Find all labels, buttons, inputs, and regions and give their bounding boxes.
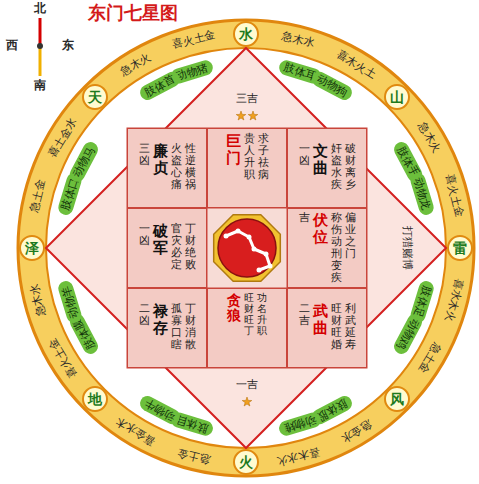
trigram-circle: 天 [82,84,108,110]
omen-text: 功名升职 [257,293,267,337]
palace-cell: 一吉贪狼旺财旺丁功名升职 [207,288,287,368]
omen-text: 利武延寿 [345,303,356,351]
trigram-name: 天 [88,90,102,104]
trigram-name: 雷 [453,241,467,255]
trigram-name: 水 [239,27,253,41]
omen-text: 丁财消散 [185,303,196,351]
omen-text: 官灾必定 [171,223,182,271]
inner-ring [46,48,446,448]
omen-text: 性逆横祸 [185,143,196,191]
star-name: 武曲 [313,303,328,336]
omen-text: 旺财旺婚 [331,303,342,351]
omen-text: 贵人升职 [244,133,255,181]
palace-cell: 二凶禄存孤寡口瞎丁财消散 [127,288,207,368]
trigram-name: 地 [88,392,102,406]
compass-needle [37,18,43,76]
omen-text: 奸盗水疾 [331,143,342,191]
compass-direction: 北 [34,2,46,15]
palace-cell: 三吉巨门贵人升职求子祛病 [207,128,287,208]
star-name: 禄存 [153,303,168,336]
trigram-name: 山 [390,90,404,104]
rank-label: 一凶 [299,143,310,167]
compass-direction: 东 [62,39,74,52]
palace-cell: 三凶廉贞火盗心痛性逆横祸 [127,128,207,208]
star-name: 破军 [153,223,168,256]
star-name: 巨门 [226,133,241,166]
omen-text: 丁财绝败 [185,223,196,271]
trigram-circle: 泽 [19,235,45,261]
outer-ring [18,20,474,476]
rank-label: 二凶 [139,303,150,327]
center-cell [207,208,287,288]
trigram-circle: 地 [82,386,108,412]
palace-cell: 吉伏位称伤动刑变疾偏业之门 [287,208,367,288]
rank-label: 一凶 [139,223,150,247]
trigram-circle: 山 [384,84,410,110]
trigram-circle: 火 [233,449,259,475]
compass-direction: 南 [34,79,46,92]
omen-text: 孤寡口瞎 [171,303,182,351]
star-name: 文曲 [313,143,328,176]
omen-text: 称伤动刑变疾 [331,212,342,285]
house-grid [127,128,367,368]
palace-cell: 二吉武曲旺财旺婚利武延寿 [287,288,367,368]
rank-label: 三吉 [236,91,258,106]
diamond-frame [46,48,446,448]
trigram-circle: 雷 [447,235,473,261]
bagua-taiji [214,215,281,282]
omen-text: 偏业之门 [345,212,356,260]
omen-text: 火盗心痛 [171,143,182,191]
star-name: 贪狼 [227,293,241,323]
omen-text: 旺财旺丁 [244,293,254,337]
rank-label: 三凶 [139,143,150,167]
title: 东门七星图 [88,1,178,25]
omen-text: 破财离乡 [345,143,356,191]
palace-cell: 一凶文曲奸盗水疾破财离乡 [287,128,367,208]
compass-direction: 西 [6,39,18,52]
palace-cell: 一凶破军官灾必定丁财绝败 [127,208,207,288]
rank-label: 吉 [299,212,310,224]
omen-text: 求子祛病 [258,133,269,181]
trigram-name: 风 [390,392,404,406]
star-name: 伏位 [313,212,328,245]
trigram-name: 泽 [25,241,39,255]
star-name: 廉贞 [153,143,168,176]
trigram-circle: 水 [233,21,259,47]
rank-label: 一吉 [236,377,258,392]
rank-label: 二吉 [299,303,310,327]
trigram-name: 火 [239,455,253,469]
note-text: 打猎赌博 [401,226,413,270]
